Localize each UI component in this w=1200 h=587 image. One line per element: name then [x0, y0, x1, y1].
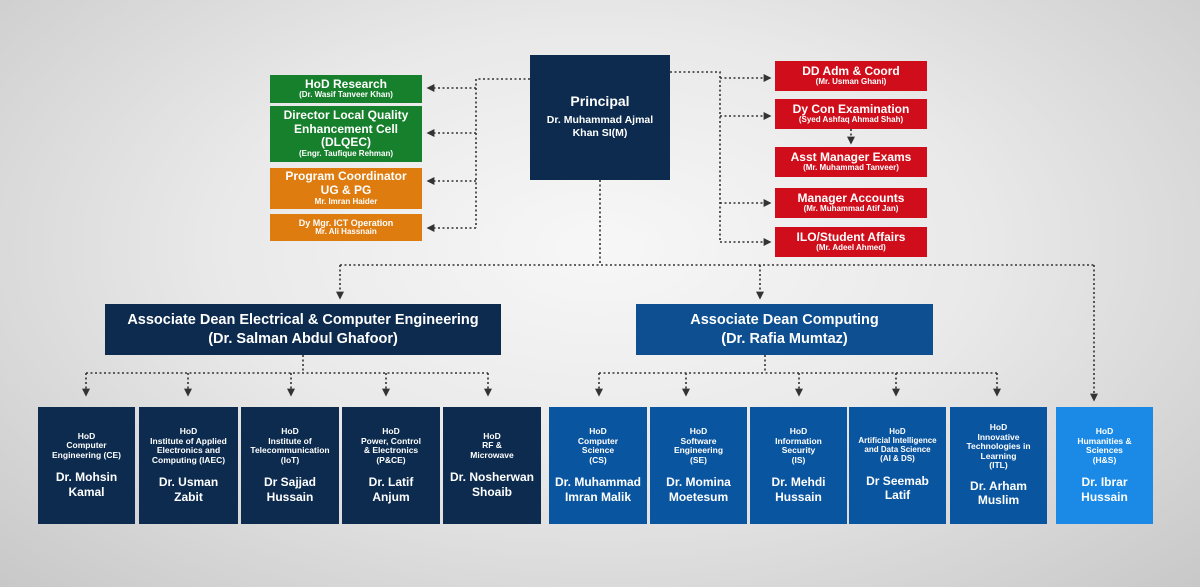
hod-rf-microwave-box: HoD RF & Microwave Dr. Nosherwan Shoaib: [443, 407, 541, 524]
unit-title: Program Coordinator UG & PG: [285, 169, 407, 198]
hod-iot-box: HoD Institute of Telecommunication (IoT)…: [241, 407, 339, 524]
unit-title: Dy Con Examination: [792, 101, 910, 116]
hod-research-box: HoD Research (Dr. Wasif Tanveer Khan): [270, 75, 422, 103]
unit-name: (Mr. Usman Ghani): [815, 77, 887, 87]
hod-name: Dr. Latif Anjum: [368, 475, 414, 504]
dean-ece-box: Associate Dean Electrical & Computer Eng…: [105, 304, 501, 355]
hod-iaec-box: HoD Institute of Applied Electronics and…: [139, 407, 238, 524]
unit-name: (Dr. Wasif Tanveer Khan): [299, 90, 393, 100]
hod-name: Dr. Momina Moetesum: [666, 475, 731, 504]
unit-title: Asst Manager Exams: [790, 149, 912, 164]
hod-dept: HoD Institute of Telecommunication (IoT): [250, 426, 330, 465]
dy-con-examination-box: Dy Con Examination (Syed Ashfaq Ahmad Sh…: [775, 99, 927, 129]
unit-title: Director Local Quality Enhancement Cell …: [283, 107, 409, 150]
hod-name: Dr. Nosherwan Shoaib: [449, 470, 535, 499]
manager-accounts-box: Manager Accounts (Mr. Muhammad Atif Jan): [775, 188, 927, 218]
hod-name: Dr. Usman Zabit: [158, 475, 219, 504]
hod-hs-box: HoD Humanities & Sciences (H&S) Dr. Ibra…: [1056, 407, 1153, 524]
unit-title: HoD Research: [304, 76, 388, 91]
hod-itl-box: HoD Innovative Technologies in Learning …: [950, 407, 1047, 524]
dean-computing-box: Associate Dean Computing (Dr. Rafia Mumt…: [636, 304, 933, 355]
hod-name: Dr. Muhammad Imran Malik: [554, 475, 641, 504]
hod-dept: HoD Computer Engineering (CE): [52, 430, 121, 460]
hod-dept: HoD Institute of Applied Electronics and…: [150, 426, 227, 465]
hod-dept: HoD Artificial Intelligence and Data Sci…: [858, 427, 937, 464]
ilo-student-affairs-box: ILO/Student Affairs (Mr. Adeel Ahmed): [775, 227, 927, 257]
hod-name: Dr. Mehdi Hussain: [771, 475, 826, 504]
hod-name: Dr Seemab Latif: [866, 474, 929, 503]
dd-adm-coord-box: DD Adm & Coord (Mr. Usman Ghani): [775, 61, 927, 91]
unit-name: (Mr. Muhammad Tanveer): [803, 163, 899, 173]
unit-name: (Engr. Taufique Rehman): [298, 149, 394, 159]
principal-box: Principal Dr. Muhammad Ajmal Khan SI(M): [530, 55, 670, 180]
principal-name: Dr. Muhammad Ajmal Khan SI(M): [546, 113, 654, 140]
unit-name: (Syed Ashfaq Ahmad Shah): [798, 115, 904, 125]
hod-name: Dr Sajjad Hussain: [263, 475, 317, 504]
hod-name: Dr. Arham Muslim: [970, 478, 1027, 508]
dean-title: Associate Dean Electrical & Computer Eng…: [127, 312, 479, 329]
unit-title: ILO/Student Affairs: [796, 229, 906, 244]
dean-name: (Dr. Salman Abdul Ghafoor): [208, 330, 398, 347]
hod-dept: HoD Computer Science (CS): [577, 426, 619, 465]
hod-dept: HoD Software Engineering (SE): [673, 426, 724, 465]
hod-pce-box: HoD Power, Control & Electronics (P&CE) …: [342, 407, 440, 524]
hod-cs-box: HoD Computer Science (CS) Dr. Muhammad I…: [549, 407, 647, 524]
hod-dept: HoD Information Security (IS): [775, 426, 822, 465]
hod-dept: HoD Power, Control & Electronics (P&CE): [361, 426, 421, 465]
hod-name: Dr. Ibrar Hussain: [1081, 475, 1128, 504]
hod-is-box: HoD Information Security (IS) Dr. Mehdi …: [750, 407, 847, 524]
hod-name: Dr. Mohsin Kamal: [55, 470, 118, 499]
hod-ai-ds-box: HoD Artificial Intelligence and Data Sci…: [849, 407, 946, 524]
unit-name: Mr. Ali Hassnain: [315, 227, 377, 237]
hod-dept: HoD Humanities & Sciences (H&S): [1077, 426, 1132, 465]
ict-operation-box: Dy Mgr. ICT Operation Mr. Ali Hassnain: [270, 214, 422, 241]
unit-title: DD Adm & Coord: [802, 63, 900, 78]
hod-dept: HoD RF & Microwave: [470, 430, 514, 460]
unit-name: Mr. Imran Haider: [314, 196, 378, 206]
unit-name: (Mr. Adeel Ahmed): [816, 243, 886, 253]
dean-title: Associate Dean Computing: [690, 312, 879, 329]
principal-title: Principal: [570, 93, 630, 110]
unit-title: Dy Mgr. ICT Operation: [298, 217, 394, 228]
hod-se-box: HoD Software Engineering (SE) Dr. Momina…: [650, 407, 747, 524]
hod-dept: HoD Innovative Technologies in Learning …: [966, 422, 1031, 471]
unit-title: Manager Accounts: [797, 190, 905, 205]
dean-name: (Dr. Rafia Mumtaz): [721, 330, 848, 347]
dlqec-box: Director Local Quality Enhancement Cell …: [270, 106, 422, 162]
hod-ce-box: HoD Computer Engineering (CE) Dr. Mohsin…: [38, 407, 135, 524]
unit-name: (Mr. Muhammad Atif Jan): [803, 204, 899, 214]
program-coordinator-box: Program Coordinator UG & PG Mr. Imran Ha…: [270, 168, 422, 209]
asst-manager-exams-box: Asst Manager Exams (Mr. Muhammad Tanveer…: [775, 147, 927, 177]
